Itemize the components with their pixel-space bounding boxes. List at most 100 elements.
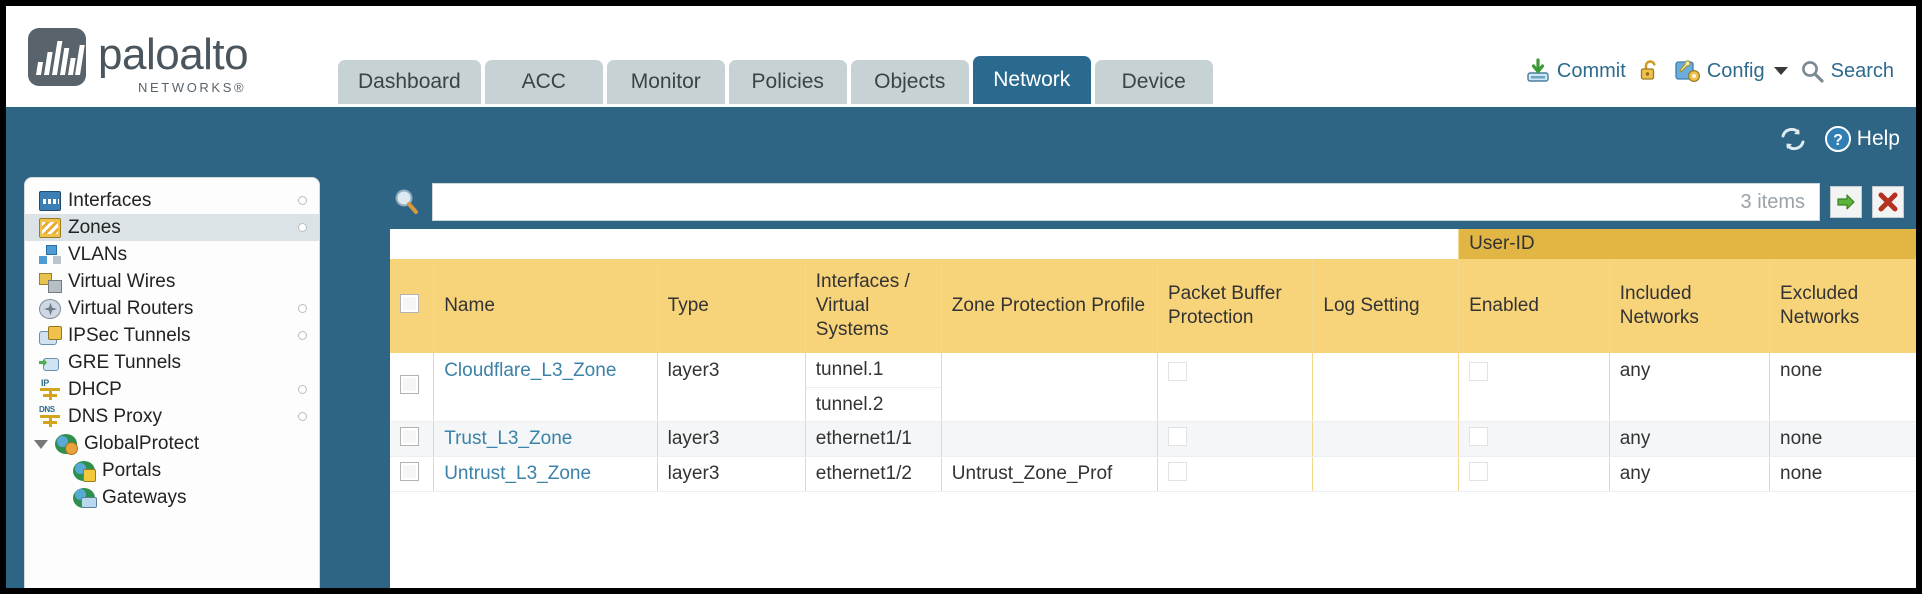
- cell-packet-buffer-protection: [1157, 456, 1314, 492]
- sidebar-status-dot: [298, 196, 307, 205]
- cell-excluded-networks: none: [1769, 421, 1916, 457]
- sidebar-item-gateways[interactable]: Gateways: [25, 484, 319, 511]
- lock-button[interactable]: [1638, 58, 1662, 84]
- column-header-userid-enabled[interactable]: Enabled: [1458, 259, 1610, 353]
- sidebar-status-dot: [298, 304, 307, 313]
- main-nav-tabs: Dashboard ACC Monitor Policies Objects N…: [338, 56, 1213, 104]
- help-button[interactable]: ? Help: [1824, 125, 1900, 153]
- column-header-included-networks[interactable]: Included Networks: [1609, 259, 1771, 353]
- help-label: Help: [1856, 127, 1900, 150]
- zone-name-link[interactable]: Cloudflare_L3_Zone: [444, 360, 617, 381]
- sidebar-item-label: Virtual Routers: [68, 297, 194, 319]
- sidebar-item-dns-proxy[interactable]: DNS Proxy: [25, 403, 319, 430]
- row-checkbox[interactable]: [400, 374, 419, 394]
- cell-name: Untrust_L3_Zone: [433, 456, 658, 492]
- zones-table-container: User-ID Name Type Interfaces / Virtual S…: [390, 229, 1916, 588]
- tab-network[interactable]: Network: [972, 56, 1091, 104]
- userid-enabled-checkbox[interactable]: [1469, 461, 1489, 481]
- row-select-cell: [390, 421, 435, 457]
- sidebar-item-interfaces[interactable]: Interfaces: [25, 187, 319, 214]
- cell-included-networks: any: [1609, 421, 1771, 457]
- column-header-interfaces[interactable]: Interfaces / Virtual Systems: [805, 259, 942, 353]
- sidebar-item-label: GlobalProtect: [84, 432, 200, 454]
- sidebar-item-gre-tunnels[interactable]: GRE Tunnels: [25, 349, 319, 376]
- tab-monitor[interactable]: Monitor: [606, 60, 725, 104]
- magnifier-icon[interactable]: [392, 187, 422, 217]
- packet-buffer-protection-checkbox[interactable]: [1167, 426, 1187, 446]
- cell-log-setting: [1312, 421, 1460, 457]
- column-header-log-setting[interactable]: Log Setting: [1312, 259, 1460, 353]
- commit-button[interactable]: Commit: [1525, 58, 1626, 84]
- sidebar-item-label: Zones: [68, 216, 121, 238]
- cell-log-setting: [1312, 456, 1460, 492]
- packet-buffer-protection-checkbox[interactable]: [1167, 362, 1187, 381]
- row-checkbox[interactable]: [400, 426, 419, 446]
- table-row[interactable]: Untrust_L3_Zone layer3 ethernet1/2 Untru…: [390, 456, 1916, 492]
- interfaces-icon: [39, 190, 61, 211]
- cell-interfaces: ethernet1/1: [805, 421, 942, 457]
- interface-item: ethernet1/2: [815, 463, 912, 484]
- portals-icon: [73, 460, 96, 482]
- ipsec-tunnels-icon: [39, 325, 62, 346]
- sidebar-item-label: VLANs: [68, 243, 128, 265]
- refresh-icon[interactable]: [1778, 125, 1808, 153]
- sidebar-item-virtual-wires[interactable]: Virtual Wires: [25, 268, 319, 295]
- cell-zone-protection-profile: [941, 353, 1158, 422]
- select-all-checkbox[interactable]: [400, 293, 419, 313]
- zones-table: User-ID Name Type Interfaces / Virtual S…: [390, 229, 1916, 492]
- sidebar-item-vlans[interactable]: VLANs: [25, 241, 319, 268]
- sidebar-item-ipsec-tunnels[interactable]: IPSec Tunnels: [25, 322, 319, 349]
- tab-dashboard[interactable]: Dashboard: [338, 60, 481, 104]
- packet-buffer-protection-checkbox[interactable]: [1167, 461, 1187, 481]
- tab-device[interactable]: Device: [1094, 60, 1213, 104]
- cell-packet-buffer-protection: [1157, 421, 1314, 457]
- sub-toolbar: ? Help: [6, 107, 1916, 177]
- brand-logo: paloalto NETWORKS®: [28, 28, 249, 95]
- column-header-packet-buffer-protection[interactable]: Packet Buffer Protection: [1157, 259, 1314, 353]
- apply-filter-button[interactable]: [1830, 186, 1862, 218]
- userid-group-header: User-ID: [1458, 229, 1916, 259]
- cell-interfaces: ethernet1/2: [805, 456, 942, 492]
- table-row[interactable]: Trust_L3_Zone layer3 ethernet1/1: [390, 421, 1916, 457]
- sidebar-item-label: GRE Tunnels: [68, 351, 181, 373]
- tab-policies[interactable]: Policies: [728, 60, 847, 104]
- clear-filter-button[interactable]: [1872, 186, 1904, 218]
- sidebar-item-virtual-routers[interactable]: Virtual Routers: [25, 295, 319, 322]
- dhcp-icon: [39, 378, 61, 400]
- utility-toolbar: Commit Config: [1525, 58, 1894, 84]
- red-x-icon: [1878, 192, 1898, 212]
- column-header-zone-protection-profile[interactable]: Zone Protection Profile: [941, 259, 1158, 353]
- sidebar-item-globalprotect[interactable]: GlobalProtect: [25, 430, 319, 457]
- palo-alto-web-interface: paloalto NETWORKS® Dashboard ACC Monitor…: [6, 6, 1916, 588]
- tab-objects[interactable]: Objects: [850, 60, 969, 104]
- userid-enabled-checkbox[interactable]: [1469, 362, 1489, 381]
- column-header-name[interactable]: Name: [433, 259, 658, 353]
- commit-label: Commit: [1556, 59, 1626, 82]
- tab-acc[interactable]: ACC: [484, 60, 603, 104]
- select-all-header: [390, 259, 435, 353]
- search-button[interactable]: Search: [1800, 59, 1894, 84]
- svg-text:?: ?: [1833, 132, 1843, 149]
- cell-packet-buffer-protection: [1157, 353, 1314, 422]
- expander-triangle-icon[interactable]: [34, 440, 48, 449]
- sidebar-item-dhcp[interactable]: DHCP: [25, 376, 319, 403]
- brand-tagline: NETWORKS®: [138, 80, 247, 95]
- cell-type: layer3: [657, 353, 806, 422]
- config-menu[interactable]: Config: [1674, 58, 1788, 84]
- cell-userid-enabled: [1458, 421, 1610, 457]
- gateways-icon: [73, 487, 97, 508]
- zone-name-link[interactable]: Trust_L3_Zone: [444, 428, 573, 449]
- sidebar-status-dot: [298, 412, 307, 421]
- row-checkbox[interactable]: [400, 461, 419, 481]
- cell-interfaces: tunnel.1 tunnel.2: [805, 353, 942, 422]
- userid-enabled-checkbox[interactable]: [1469, 426, 1489, 446]
- sidebar-item-zones[interactable]: Zones: [25, 214, 319, 241]
- config-label: Config: [1706, 59, 1765, 82]
- table-row[interactable]: Cloudflare_L3_Zone layer3 tunnel.1 tunne…: [390, 353, 1916, 422]
- zone-name-link[interactable]: Untrust_L3_Zone: [444, 463, 592, 484]
- gre-tunnels-icon: [39, 353, 61, 373]
- sidebar-item-portals[interactable]: Portals: [25, 457, 319, 484]
- column-header-type[interactable]: Type: [657, 259, 806, 353]
- search-input[interactable]: 3 items: [432, 183, 1820, 221]
- column-header-excluded-networks[interactable]: Excluded Networks: [1769, 259, 1916, 353]
